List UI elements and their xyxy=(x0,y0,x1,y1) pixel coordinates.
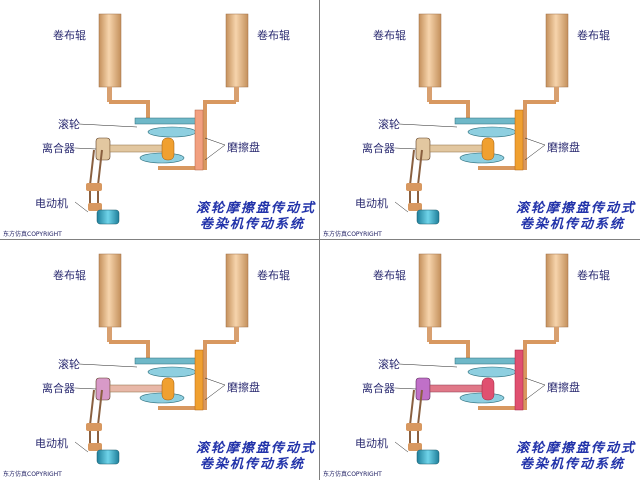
electric-motor xyxy=(96,209,120,225)
label-friction-wheel: 滚轮 xyxy=(378,358,400,371)
clutch-body xyxy=(415,137,431,161)
label-roller-left: 卷布辊 xyxy=(373,29,406,42)
label-clutch: 离合器 xyxy=(362,382,395,395)
label-roller-right: 卷布辊 xyxy=(257,29,290,42)
label-roller-right: 卷布辊 xyxy=(257,269,290,282)
cloth-roller-right xyxy=(225,253,249,328)
clutch-body xyxy=(95,377,111,401)
label-motor: 电动机 xyxy=(355,197,388,210)
diagram-title-line2: 卷染机传动系统 xyxy=(200,457,306,472)
clutch-body xyxy=(415,377,431,401)
label-clutch: 离合器 xyxy=(42,382,75,395)
cloth-roller-right xyxy=(545,253,569,328)
cloth-roller-left xyxy=(418,253,442,328)
copyright-text: 东方仿真COPYRIGHT xyxy=(3,231,62,238)
diagram-title-line1: 滚轮摩擦盘传动式 xyxy=(516,201,637,216)
friction-wheel xyxy=(134,117,198,125)
electric-motor xyxy=(416,449,440,465)
vertical-divider xyxy=(319,0,320,480)
horizontal-divider xyxy=(0,239,640,240)
label-clutch: 离合器 xyxy=(362,142,395,155)
diagram-title-line2: 卷染机传动系统 xyxy=(520,217,626,232)
diagram-title-line2: 卷染机传动系统 xyxy=(200,217,306,232)
diagram-panel: 卷布辊 卷布辊 滚轮 离合器 磨擦盘 电动机 滚轮摩擦盘传动式 卷染机传动系统 … xyxy=(320,240,639,479)
transmission-mechanism xyxy=(394,253,569,465)
transmission-mechanism xyxy=(394,13,569,225)
label-motor: 电动机 xyxy=(355,437,388,450)
transmission-mechanism xyxy=(74,253,249,465)
cloth-roller-left xyxy=(98,13,122,88)
label-friction-disc: 磨擦盘 xyxy=(547,381,580,394)
label-clutch: 离合器 xyxy=(42,142,75,155)
label-motor: 电动机 xyxy=(35,197,68,210)
cloth-roller-right xyxy=(225,13,249,88)
copyright-text: 东方仿真COPYRIGHT xyxy=(323,471,382,478)
label-roller-right: 卷布辊 xyxy=(577,29,610,42)
transmission-mechanism xyxy=(74,13,249,225)
label-friction-wheel: 滚轮 xyxy=(58,118,80,131)
label-friction-wheel: 滚轮 xyxy=(58,358,80,371)
friction-wheel xyxy=(454,357,518,365)
diagram-title-line2: 卷染机传动系统 xyxy=(520,457,626,472)
clutch-body xyxy=(95,137,111,161)
copyright-text: 东方仿真COPYRIGHT xyxy=(323,231,382,238)
label-motor: 电动机 xyxy=(35,437,68,450)
label-friction-disc: 磨擦盘 xyxy=(227,381,260,394)
label-friction-disc: 磨擦盘 xyxy=(547,141,580,154)
cloth-roller-right xyxy=(545,13,569,88)
electric-motor xyxy=(416,209,440,225)
label-roller-left: 卷布辊 xyxy=(53,269,86,282)
diagram-title-line1: 滚轮摩擦盘传动式 xyxy=(196,441,317,456)
friction-wheel xyxy=(454,117,518,125)
diagram-panel: 卷布辊 卷布辊 滚轮 离合器 磨擦盘 电动机 滚轮摩擦盘传动式 卷染机传动系统 … xyxy=(0,240,319,479)
cloth-roller-left xyxy=(98,253,122,328)
diagram-panel: 卷布辊 卷布辊 滚轮 离合器 磨擦盘 电动机 滚轮摩擦盘传动式 卷染机传动系统 … xyxy=(320,0,639,239)
label-friction-wheel: 滚轮 xyxy=(378,118,400,131)
label-roller-right: 卷布辊 xyxy=(577,269,610,282)
label-roller-left: 卷布辊 xyxy=(373,269,406,282)
friction-wheel xyxy=(134,357,198,365)
diagram-panel: 卷布辊 卷布辊 滚轮 离合器 磨擦盘 电动机 滚轮摩擦盘传动式 卷染机传动系统 … xyxy=(0,0,319,239)
label-roller-left: 卷布辊 xyxy=(53,29,86,42)
diagram-title-line1: 滚轮摩擦盘传动式 xyxy=(516,441,637,456)
copyright-text: 东方仿真COPYRIGHT xyxy=(3,471,62,478)
electric-motor xyxy=(96,449,120,465)
label-friction-disc: 磨擦盘 xyxy=(227,141,260,154)
diagram-title-line1: 滚轮摩擦盘传动式 xyxy=(196,201,317,216)
cloth-roller-left xyxy=(418,13,442,88)
